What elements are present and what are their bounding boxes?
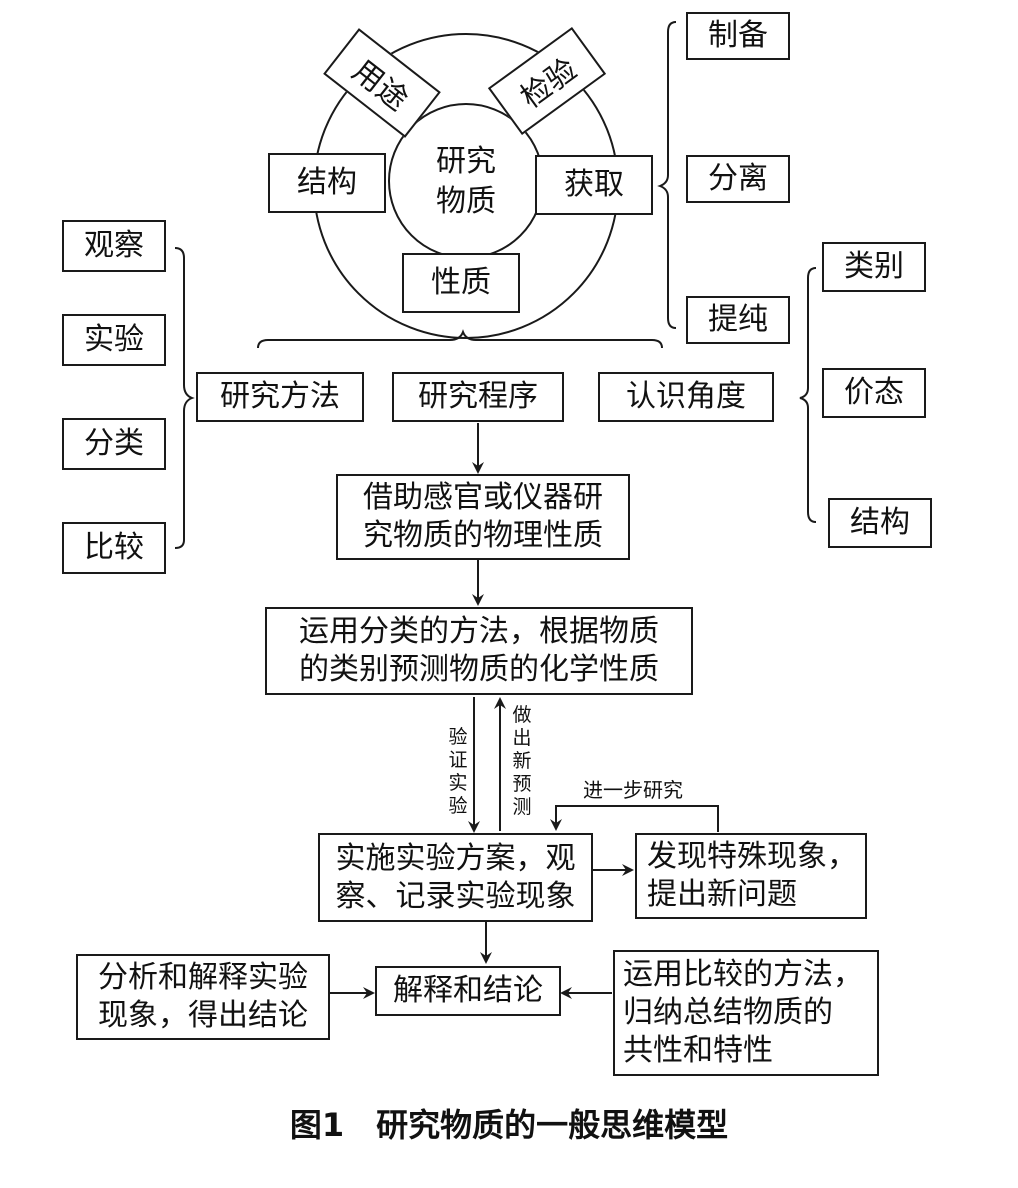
research-method-3: 比较 [62,522,166,574]
arrow-further [550,805,719,832]
obtain-method-1: 分离 [686,155,790,203]
perspective-0: 类别 [822,242,926,292]
research-procedure-box: 研究程序 [392,372,564,422]
research-method-2: 分类 [62,418,166,470]
perspective-brace [799,267,817,523]
new-prediction-label: 做出新预测 [512,704,532,818]
further-research-label: 进一步研究 [583,778,683,802]
top-brace [257,329,663,349]
research-method-1: 实验 [62,314,166,366]
conclusion-box: 解释和结论 [375,966,561,1016]
left-brace [174,247,195,549]
analyze-box: 分析和解释实验 现象，得出结论 [76,954,330,1040]
perspective-2: 结构 [828,498,932,548]
ring-structure-box: 结构 [268,153,386,213]
physical-property-box: 借助感官或仪器研 究物质的物理性质 [336,474,630,560]
center-label: 研究 物质 [436,144,496,219]
predict-chemical-box: 运用分类的方法，根据物质 的类别预测物质的化学性质 [265,607,693,695]
ring-property-box: 性质 [402,253,520,313]
verify-label: 验证实验 [448,726,468,817]
discover-box: 发现特殊现象， 提出新问题 [635,833,867,919]
ring-obtain-box: 获取 [535,155,653,215]
experiment-box: 实施实验方案，观 察、记录实验现象 [318,833,593,922]
compare-box: 运用比较的方法， 归纳总结物质的 共性和特性 [613,950,879,1076]
research-method-0: 观察 [62,220,166,272]
obtain-method-0: 制备 [686,12,790,60]
perspective-1: 价态 [822,368,926,418]
figure-caption: 图1 研究物质的一般思维模型 [289,1106,729,1144]
obtain-method-2: 提纯 [686,296,790,344]
perspective-box: 认识角度 [598,372,774,422]
obtain-brace [657,21,677,329]
research-method-box: 研究方法 [196,372,364,422]
